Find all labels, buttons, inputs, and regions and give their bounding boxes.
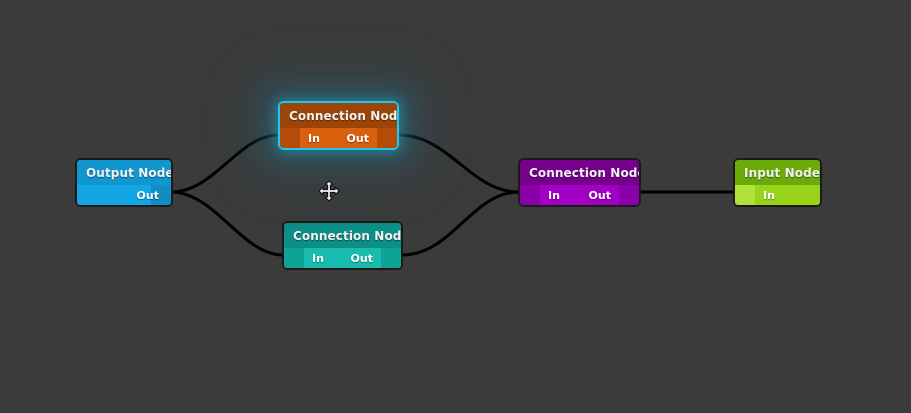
node-connection-node-teal[interactable]: Connection Node× In Out — [284, 223, 401, 268]
port-in-label: In — [312, 251, 324, 265]
node-header[interactable]: Connection Node× — [284, 223, 401, 248]
node-title: Connection Node — [293, 228, 401, 243]
node-header[interactable]: Output Node× — [77, 160, 171, 185]
node-header[interactable]: Input Node× — [735, 160, 820, 185]
node-title: Connection Node — [529, 165, 639, 180]
node-output-node[interactable]: Output Node× Out — [77, 160, 171, 205]
move-cursor-icon — [318, 180, 340, 202]
port-in-socket[interactable] — [735, 185, 755, 205]
port-out-label: Out — [588, 188, 611, 202]
edge-connection-node-teal-to-connection-node-purple[interactable] — [400, 190, 521, 257]
node-inner: Output Node× Out — [77, 160, 171, 205]
port-in-socket[interactable] — [520, 185, 540, 205]
node-body: In Out — [520, 185, 639, 205]
port-in-socket[interactable] — [284, 248, 304, 268]
node-inner: Input Node× In — [735, 160, 820, 205]
node-body: In Out — [284, 248, 401, 268]
port-out-socket[interactable] — [151, 185, 171, 205]
node-body: In Out — [280, 128, 397, 148]
port-out-label: Out — [136, 188, 159, 202]
edge-connection-node-orange-to-connection-node-purple[interactable] — [396, 133, 521, 194]
node-body: Out — [77, 185, 171, 205]
node-title: Connection Node — [289, 108, 397, 123]
node-header[interactable]: Connection Node× — [520, 160, 639, 185]
port-out-socket[interactable] — [377, 128, 397, 148]
node-title: Input Node — [744, 165, 820, 180]
port-out-label: Out — [350, 251, 373, 265]
port-in-label: In — [548, 188, 560, 202]
port-out-label: Out — [346, 131, 369, 145]
port-in-label: In — [308, 131, 320, 145]
port-out-socket[interactable] — [381, 248, 401, 268]
node-connection-node-orange[interactable]: Connection Node× In Out — [280, 103, 397, 148]
port-in-socket[interactable] — [280, 128, 300, 148]
node-header[interactable]: Connection Node× — [280, 103, 397, 128]
node-input-node[interactable]: Input Node× In — [735, 160, 820, 205]
edge-output-node-to-connection-node-orange[interactable] — [169, 133, 281, 194]
port-out-socket[interactable] — [619, 185, 639, 205]
node-title: Output Node — [86, 165, 171, 180]
port-in-label: In — [763, 188, 775, 202]
edge-output-node-to-connection-node-teal[interactable] — [169, 190, 285, 257]
node-body: In — [735, 185, 820, 205]
node-inner: Connection Node× In Out — [280, 103, 397, 148]
node-inner: Connection Node× In Out — [520, 160, 639, 205]
node-inner: Connection Node× In Out — [284, 223, 401, 268]
node-connection-node-purple[interactable]: Connection Node× In Out — [520, 160, 639, 205]
